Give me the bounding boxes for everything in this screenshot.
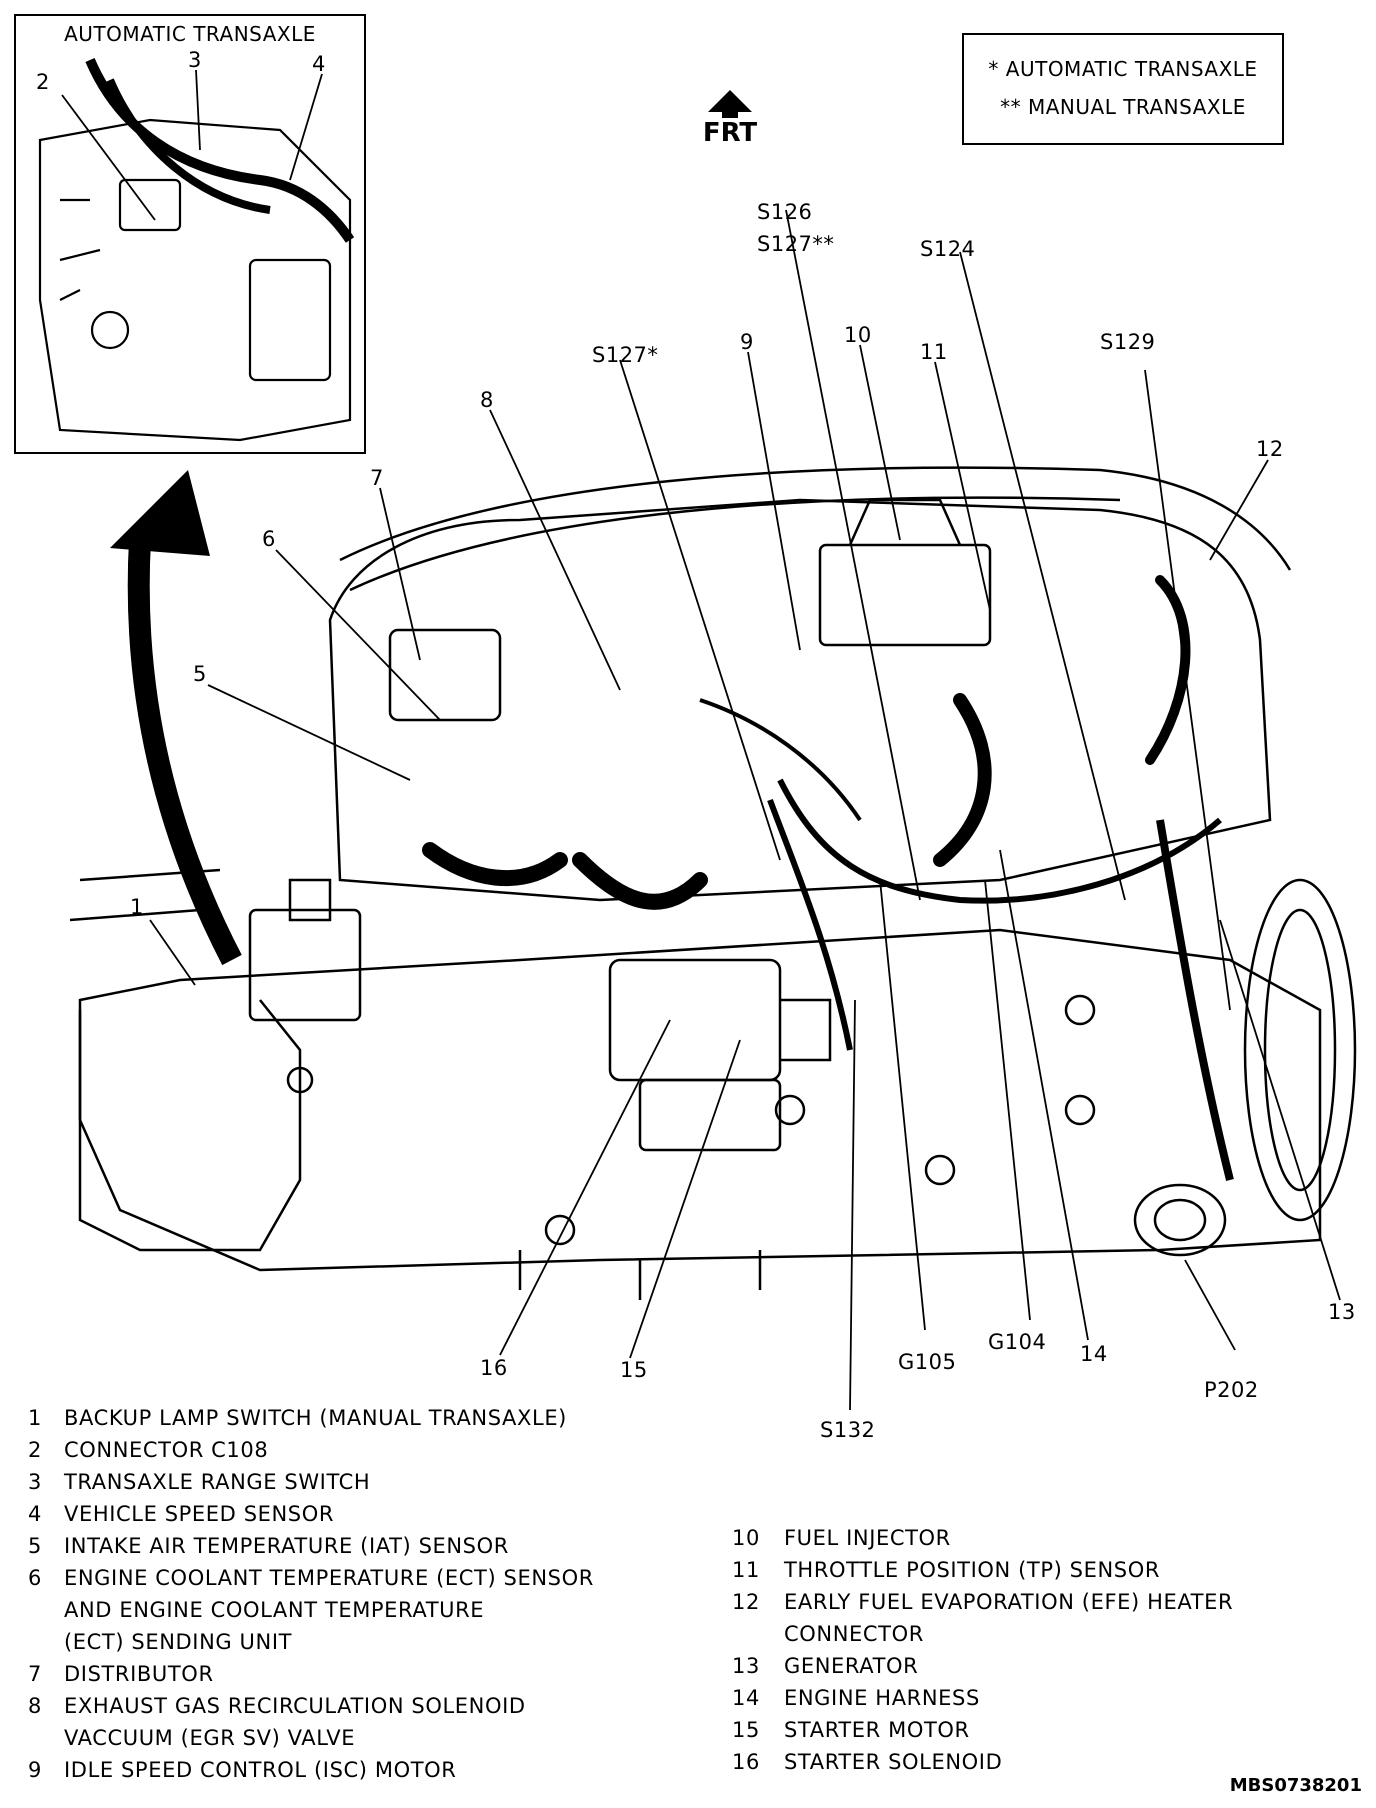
callout-14: 14: [1080, 1342, 1108, 1366]
callout-1: 1: [130, 895, 144, 919]
callout-9: 9: [740, 330, 754, 354]
callout-s127-automatic: S127*: [592, 343, 659, 367]
inset-title: AUTOMATIC TRANSAXLE: [64, 22, 316, 46]
callout-5: 5: [193, 662, 207, 686]
transaxle-legend: * AUTOMATIC TRANSAXLE ** MANUAL TRANSAXL…: [962, 33, 1284, 145]
callout-12: 12: [1256, 437, 1284, 461]
callout-13: 13: [1328, 1300, 1356, 1324]
figure-code: MBS0738201: [1229, 1775, 1362, 1796]
callout-g104: G104: [988, 1330, 1047, 1354]
callout-10: 10: [844, 323, 872, 347]
callout-15: 15: [620, 1358, 648, 1382]
callout-2: 2: [36, 70, 50, 94]
callout-s132: S132: [820, 1418, 876, 1442]
callout-p202: P202: [1204, 1378, 1259, 1402]
front-arrow-icon: [708, 90, 752, 112]
callout-3: 3: [188, 48, 202, 72]
legend-manual: ** MANUAL TRANSAXLE: [1000, 95, 1246, 119]
callout-6: 6: [262, 527, 276, 551]
callout-g105: G105: [898, 1350, 957, 1374]
callout-s126: S126: [757, 200, 813, 224]
inset-arrow: [127, 539, 242, 966]
callout-s127-manual: S127**: [757, 232, 835, 256]
legend-automatic: * AUTOMATIC TRANSAXLE: [988, 57, 1258, 81]
callout-11: 11: [920, 340, 948, 364]
callout-8: 8: [480, 388, 494, 412]
front-label: FRT: [702, 118, 758, 148]
callout-s129: S129: [1100, 330, 1156, 354]
callout-s124: S124: [920, 237, 976, 261]
inset-automatic-transaxle: AUTOMATIC TRANSAXLE: [14, 14, 366, 454]
callout-16: 16: [480, 1356, 508, 1380]
callout-7: 7: [370, 466, 384, 490]
callout-4: 4: [312, 52, 326, 76]
